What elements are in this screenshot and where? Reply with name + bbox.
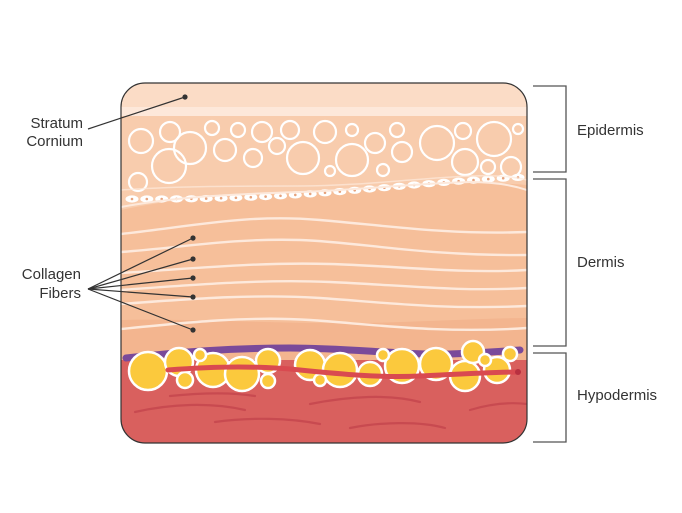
fat-cell-icon — [501, 345, 519, 363]
basal-cell-nucleus — [501, 176, 505, 180]
collagen-leader — [87, 258, 194, 290]
cell-icon — [453, 121, 473, 141]
dermis-label: Dermis — [577, 254, 625, 271]
fat-cell-icon — [477, 352, 493, 368]
cell-icon — [242, 147, 264, 169]
basement-membrane — [121, 180, 527, 208]
cell-icon — [390, 140, 414, 164]
basal-cell-nucleus — [323, 191, 327, 195]
collagen-fibers — [121, 217, 527, 332]
blood-vessel-icon — [165, 364, 521, 380]
cell-icon — [323, 164, 337, 178]
cell-icon — [344, 122, 360, 138]
collagen-leader — [87, 288, 194, 298]
fat-cell-icon — [375, 347, 391, 363]
epidermis-label: Epidermis — [577, 122, 644, 139]
basal-cell-nucleus — [294, 193, 297, 197]
cell-icon — [127, 127, 155, 155]
skin-block — [121, 83, 527, 443]
cell-icon — [250, 120, 274, 144]
collagen-leader — [87, 288, 194, 331]
basal-cell-nucleus — [279, 194, 282, 198]
hypodermis-texture — [133, 392, 527, 430]
leader-lines — [87, 96, 194, 331]
fat-cell-icon — [192, 347, 208, 363]
cell-icon — [150, 147, 188, 185]
fat-cell-icon — [259, 372, 277, 390]
basal-cell-nucleus — [487, 177, 490, 181]
cell-icon — [212, 137, 238, 163]
stratum-leader — [87, 96, 186, 130]
collagen-leader — [87, 277, 194, 290]
hypodermis-bracket — [533, 352, 567, 443]
skin-outline — [120, 82, 528, 444]
basal-cell-nucleus — [308, 192, 312, 196]
basal-cell-nucleus — [219, 196, 223, 200]
cell-icon — [285, 140, 321, 176]
cell-icon — [334, 142, 370, 178]
collagen-fibers-label-line2: Fibers — [39, 285, 81, 302]
cell-icon — [312, 119, 338, 145]
stratum-corneum-label-line2: Cornium — [26, 133, 83, 150]
basal-cell-nucleus — [160, 197, 163, 201]
basal-cell-nucleus — [204, 197, 208, 200]
collagen-fiber — [121, 238, 527, 257]
cell-icon — [450, 147, 480, 177]
stratum-corneum-layer — [121, 83, 527, 107]
fat-cell-icon — [321, 351, 359, 389]
basal-cell-row — [125, 173, 525, 203]
cell-icon — [203, 119, 221, 137]
cell-icon — [479, 158, 497, 176]
cell-icon — [267, 136, 287, 156]
collagen-fiber — [121, 295, 527, 309]
collagen-fibers-label-line1: Collagen — [22, 266, 81, 283]
basal-cell-nucleus — [249, 195, 253, 199]
cell-icon — [279, 119, 301, 141]
fat-cell-icon — [127, 350, 169, 392]
stratum-corneum-highlight — [121, 107, 527, 116]
epidermis-top-boundary — [121, 175, 527, 191]
stratum-corneum-label-line1: Stratum — [30, 115, 83, 132]
epidermal-cells — [127, 119, 525, 193]
dermis-bracket — [533, 178, 567, 347]
collagen-fiber — [121, 262, 527, 275]
cell-icon — [511, 122, 525, 136]
basal-cell-nucleus — [130, 197, 134, 201]
cell-icon — [475, 120, 513, 158]
collagen-fiber — [121, 317, 527, 332]
fat-cell-icon — [312, 372, 328, 388]
leader-dots — [182, 94, 196, 333]
cell-icon — [375, 162, 391, 178]
fat-cell-icon — [418, 346, 454, 382]
cell-icon — [127, 171, 149, 193]
collagen-fiber — [121, 217, 527, 236]
hypodermis-label: Hypodermis — [577, 387, 657, 404]
fat-cell-icon — [175, 370, 195, 390]
cell-icon — [229, 121, 247, 139]
epidermis-bracket — [533, 85, 567, 173]
basal-cell-nucleus — [264, 195, 267, 198]
basal-cell-nucleus — [145, 197, 149, 201]
layer-brackets — [533, 85, 567, 443]
cell-icon — [388, 121, 406, 139]
fat-cell-icon — [223, 355, 261, 393]
basal-cell-nucleus — [234, 196, 238, 200]
collagen-fiber — [121, 280, 527, 292]
cell-icon — [418, 124, 456, 162]
collagen-leader — [87, 237, 194, 290]
basal-cell-nucleus — [472, 178, 475, 182]
cell-icon — [158, 120, 182, 144]
blood-vessel-end — [515, 369, 521, 375]
cell-icon — [363, 131, 387, 155]
cell-icon — [172, 130, 208, 166]
